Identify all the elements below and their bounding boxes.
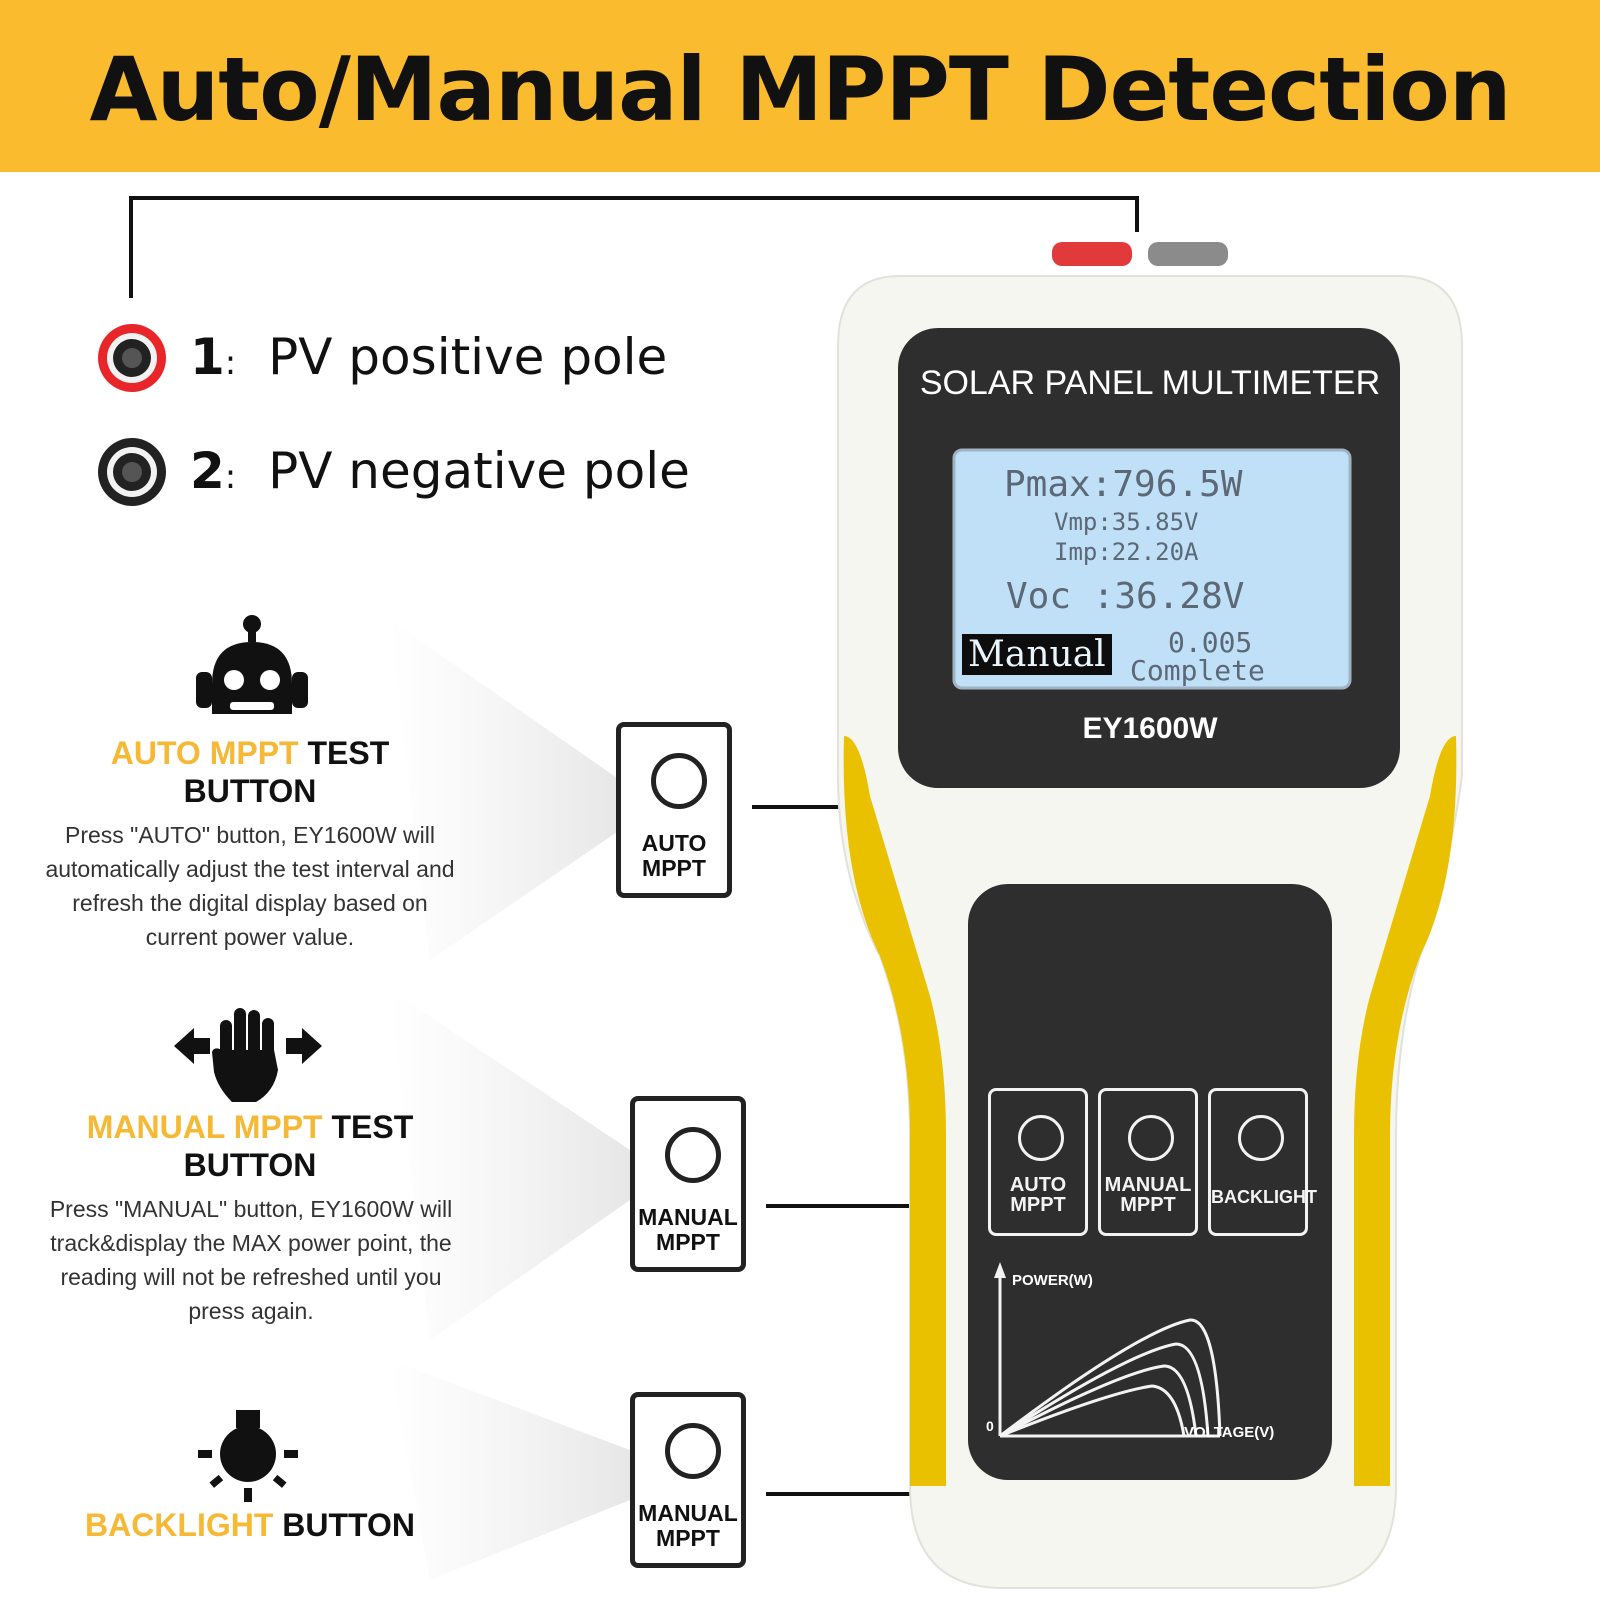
button-ring-icon	[1018, 1115, 1064, 1161]
backlight-title-highlight: BACKLIGHT	[84, 1507, 274, 1543]
terminal-2-number: 2	[190, 442, 225, 500]
device-backlight-label: BACKLIGHT	[1211, 1187, 1317, 1207]
callout-button-ring-icon	[665, 1423, 721, 1479]
manual-section-title: MANUAL MPPT TEST BUTTON	[40, 1108, 460, 1184]
auto-section-title: AUTO MPPT TEST BUTTON	[40, 734, 460, 810]
callout-button-ring-icon	[651, 753, 707, 809]
device-auto-line2: MPPT	[1010, 1194, 1066, 1216]
manual-section-description: Press "MANUAL" button, EY1600W will trac…	[49, 1196, 453, 1324]
red-terminal-icon	[96, 322, 168, 394]
lcd-mode: Manual	[962, 634, 1112, 675]
black-terminal-icon	[96, 436, 168, 508]
auto-title-rest: TEST	[307, 735, 390, 771]
callout-button-ring-icon	[665, 1127, 721, 1183]
terminal-2-label: 2: PV negative pole	[190, 442, 690, 500]
auto-section-description: Press "AUTO" button, EY1600W will automa…	[45, 822, 455, 950]
manual-title-highlight: MANUAL MPPT	[86, 1109, 323, 1145]
graph-y-label: POWER(W)	[1012, 1272, 1093, 1289]
graph-origin-label: 0	[986, 1418, 994, 1434]
manual-title-line2: BUTTON	[183, 1147, 317, 1183]
device-manual-line2: MPPT	[1120, 1194, 1176, 1216]
lcd-status: Complete	[1130, 654, 1265, 687]
hand-arrows-icon	[170, 1006, 326, 1102]
lightbulb-icon	[198, 1410, 298, 1502]
lcd-interval: 0.005	[1168, 626, 1253, 659]
button-ring-icon	[1238, 1115, 1284, 1161]
terminal-1-text: PV positive pole	[268, 328, 668, 386]
manual-title-rest: TEST	[331, 1109, 414, 1145]
lcd-pmax: Pmax:796.5W	[1004, 464, 1243, 505]
device-manual-line1: MANUAL	[1104, 1174, 1192, 1196]
graph-x-label: VOLTAGE(V)	[1184, 1424, 1275, 1441]
terminal-1-number: 1	[190, 328, 225, 386]
auto-title-highlight: AUTO MPPT	[110, 735, 299, 771]
button-ring-icon	[1128, 1115, 1174, 1161]
device-auto-line1: AUTO	[1009, 1174, 1067, 1196]
device-brand-title: SOLAR PANEL MULTIMETER	[919, 364, 1381, 402]
header-banner: Auto/Manual MPPT Detection	[0, 0, 1600, 172]
device-backlight-button[interactable]: BACKLIGHT	[1208, 1088, 1317, 1236]
page-title: Auto/Manual MPPT Detection	[89, 38, 1511, 141]
robot-icon	[194, 614, 310, 724]
lcd-voc: Voc :36.28V	[1006, 576, 1245, 617]
lcd-vmp: Vmp:35.85V	[1054, 508, 1199, 536]
multimeter-device: SOLAR PANEL MULTIMETER Pmax:796.5W Vmp:3…	[830, 236, 1470, 1596]
power-curve-graph	[994, 1262, 1222, 1438]
terminal-1-label: 1: PV positive pole	[190, 328, 668, 386]
device-model: EY1600W	[1082, 712, 1218, 745]
auto-title-line2: BUTTON	[183, 773, 317, 809]
backlight-section-title: BACKLIGHT BUTTON	[40, 1506, 460, 1544]
terminal-2-text: PV negative pole	[268, 442, 690, 500]
backlight-title-rest: BUTTON	[282, 1507, 416, 1543]
lcd-imp: Imp:22.20A	[1054, 538, 1199, 566]
